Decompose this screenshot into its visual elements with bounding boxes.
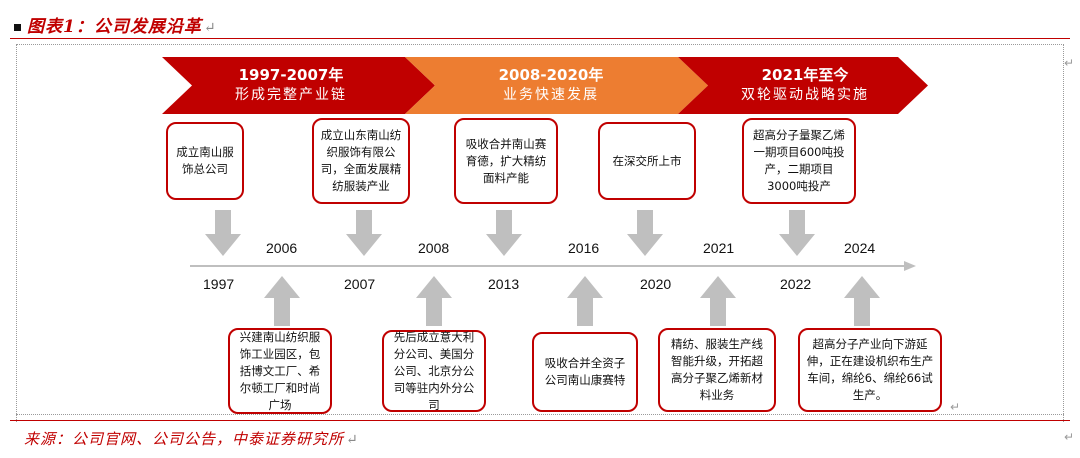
return-mark-icon: ↵ (1063, 56, 1074, 70)
event-box-2006: 兴建南山纺织服饰工业园区，包括博文工厂、希尔顿工厂和时尚广场 (228, 328, 332, 414)
year-label-bottom: 2020 (640, 276, 672, 292)
phase-2-range: 2008-2020年 (498, 66, 604, 84)
phase-1-range: 1997-2007年 (238, 66, 344, 84)
phase-chevron-1 (162, 57, 435, 114)
event-box-2024: 超高分子产业向下游延伸，正在建设机织布生产车间，绵纶6、绵纶66试生产。 (798, 328, 942, 412)
phase-2-summary: 业务快速发展 (503, 87, 599, 103)
phase-banner (162, 57, 928, 114)
phase-1-label: 1997-2007年 形成完整产业链 (186, 65, 396, 105)
year-label-top: 2021 (703, 240, 735, 256)
down-arrow-icon (486, 210, 522, 256)
down-arrow-icon (205, 210, 241, 256)
up-arrow-icon (264, 276, 300, 326)
event-box-1997: 成立南山服饰总公司 (166, 122, 244, 200)
up-arrow-icon (416, 276, 452, 326)
figure-title: 图表1：公司发展沿革↵ (14, 12, 217, 37)
dotted-guide-right (1063, 44, 1064, 422)
year-label-bottom: 1997 (203, 276, 235, 292)
dotted-guide-bottom (16, 414, 1064, 415)
source-note-text: 来源：公司官网、公司公告，中泰证券研究所 (24, 430, 345, 448)
down-arrow-icon (627, 210, 663, 256)
phase-chevron-2 (405, 57, 708, 114)
up-arrow-icon (844, 276, 880, 326)
phase-1-summary: 形成完整产业链 (235, 87, 347, 103)
event-box-2007: 成立山东南山纺织服饰有限公司，全面发展精纺服装产业 (312, 118, 410, 204)
event-box-2021: 精纺、服装生产线智能升级，开拓超高分子聚乙烯新材料业务 (658, 328, 776, 412)
dotted-guide-top (16, 44, 1064, 45)
year-label-bottom: 2013 (488, 276, 520, 292)
return-mark-icon: ↵ (949, 400, 960, 414)
return-mark-icon: ↵ (346, 432, 359, 448)
dotted-guide-left (16, 44, 17, 422)
phase-3-label: 2021年至今 双轮驱动战略实施 (700, 65, 910, 105)
year-label-bottom: 2007 (344, 276, 376, 292)
year-label-top: 2016 (568, 240, 600, 256)
top-rule (10, 38, 1070, 39)
event-box-2008: 先后成立意大利分公司、美国分公司、北京分公司等驻内外分公司 (382, 330, 486, 412)
timeline-arrowhead-icon (904, 261, 916, 271)
bottom-rule (10, 420, 1070, 421)
year-label-bottom: 2022 (780, 276, 812, 292)
year-label-top: 2008 (418, 240, 450, 256)
event-box-2016: 吸收合并全资子公司南山康赛特 (532, 332, 638, 412)
event-box-2022: 超高分子量聚乙烯一期项目600吨投产，二期项目3000吨投产 (742, 118, 856, 204)
phase-2-label: 2008-2020年 业务快速发展 (446, 65, 656, 105)
return-mark-icon: ↵ (1063, 430, 1074, 444)
year-label-top: 2006 (266, 240, 298, 256)
down-arrow-icon (346, 210, 382, 256)
year-label-top: 2024 (844, 240, 876, 256)
figure-title-text: 图表1：公司发展沿革 (27, 17, 202, 37)
down-arrow-icon (779, 210, 815, 256)
phase-chevron-3 (678, 57, 928, 114)
source-note: 来源：公司官网、公司公告，中泰证券研究所↵ (24, 428, 359, 449)
return-mark-icon: ↵ (203, 20, 217, 36)
phase-3-range: 2021年至今 (761, 66, 849, 84)
up-arrow-icon (700, 276, 736, 326)
event-box-2013: 吸收合并南山赛育德，扩大精纺面料产能 (454, 118, 558, 204)
event-box-2020: 在深交所上市 (598, 122, 696, 200)
phase-3-summary: 双轮驱动战略实施 (741, 87, 869, 103)
bullet-square-icon (14, 24, 21, 31)
up-arrow-icon (567, 276, 603, 326)
